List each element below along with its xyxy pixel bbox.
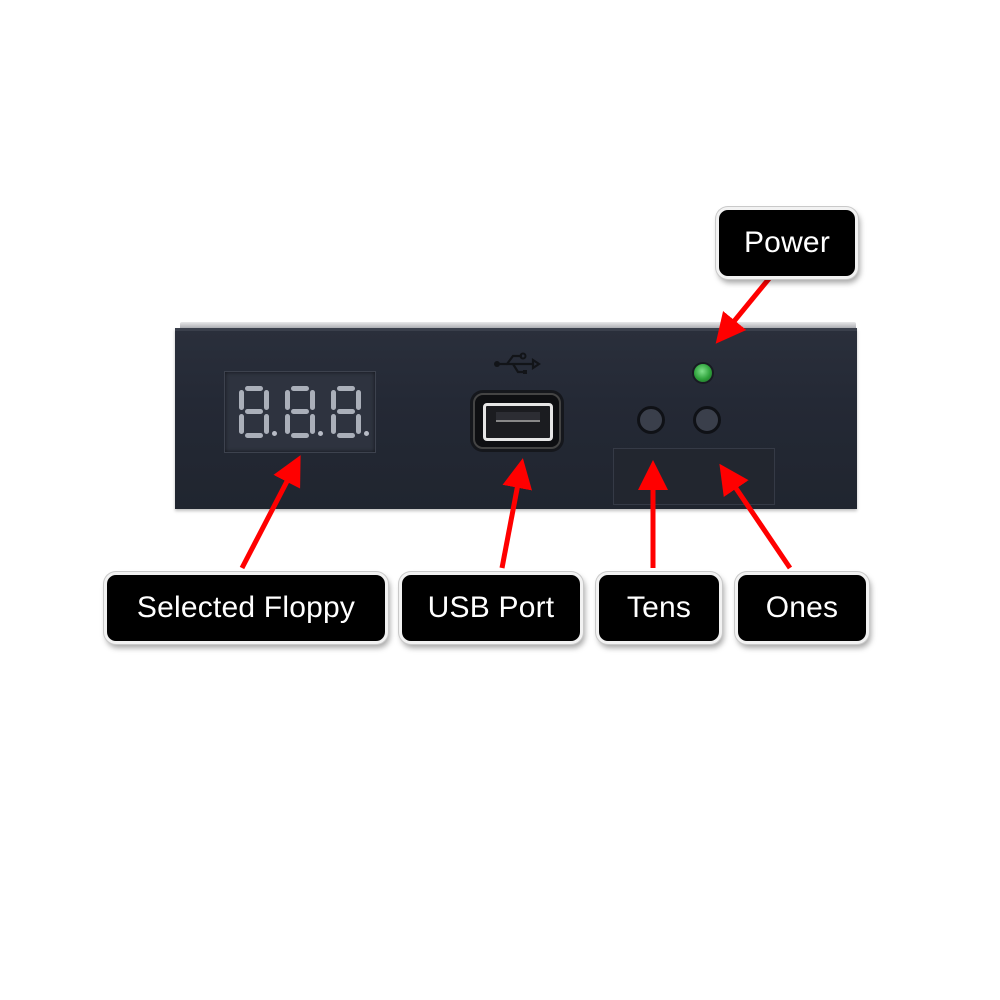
usb-port-tongue [496,412,540,422]
display-digit-1 [239,386,277,438]
callout-usb-port: USB Port [399,572,583,644]
display-digit-2 [285,386,323,438]
callout-selected-floppy-label: Selected Floppy [136,591,356,624]
button-label-plate [613,448,775,505]
device-top-edge [180,322,856,330]
callout-ones-label: Ones [765,591,839,624]
power-led [694,364,712,382]
callout-selected-floppy: Selected Floppy [104,572,388,644]
display-digit-3 [331,386,369,438]
callout-tens-label: Tens [626,591,692,624]
usb-port[interactable] [473,393,561,449]
callout-tens: Tens [596,572,722,644]
usb-icon [494,352,541,374]
callout-usb-port-label: USB Port [427,591,555,624]
tens-button[interactable] [637,406,665,434]
callout-power-label: Power [743,226,831,259]
callout-power: Power [716,207,858,279]
ones-button[interactable] [693,406,721,434]
floppy-emulator-front-panel [175,328,857,509]
usb-port-socket [483,403,553,441]
seven-segment-display [224,371,376,453]
callout-ones: Ones [735,572,869,644]
